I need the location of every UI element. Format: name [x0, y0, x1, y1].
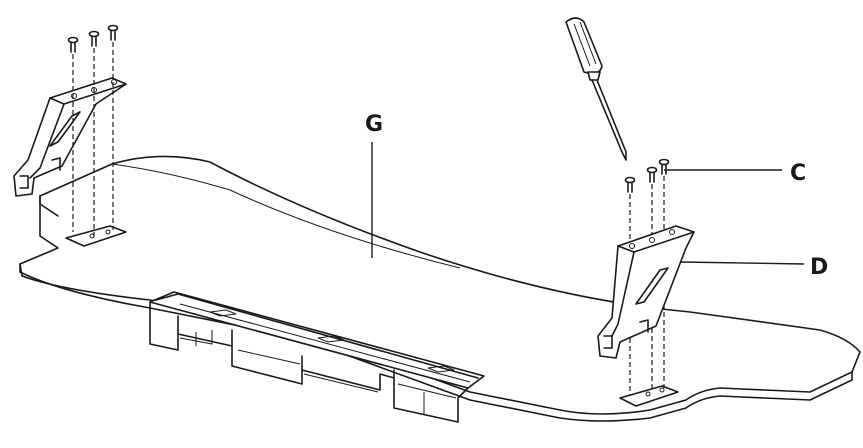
label-c: C [790, 161, 806, 186]
screw-icon [624, 176, 636, 193]
tray-panel [19, 155, 861, 422]
label-d: D [810, 255, 828, 280]
screwdriver-icon [565, 17, 627, 161]
screw-icon [646, 166, 658, 183]
right-bracket [597, 225, 695, 359]
screw-icon [88, 30, 100, 47]
label-g: G [365, 112, 383, 137]
screw-icon [658, 158, 670, 175]
leader-d [679, 261, 805, 265]
left-screws [67, 24, 119, 240]
slide-rail [149, 291, 485, 423]
screw-icon [107, 24, 119, 41]
screw-icon [67, 36, 79, 53]
